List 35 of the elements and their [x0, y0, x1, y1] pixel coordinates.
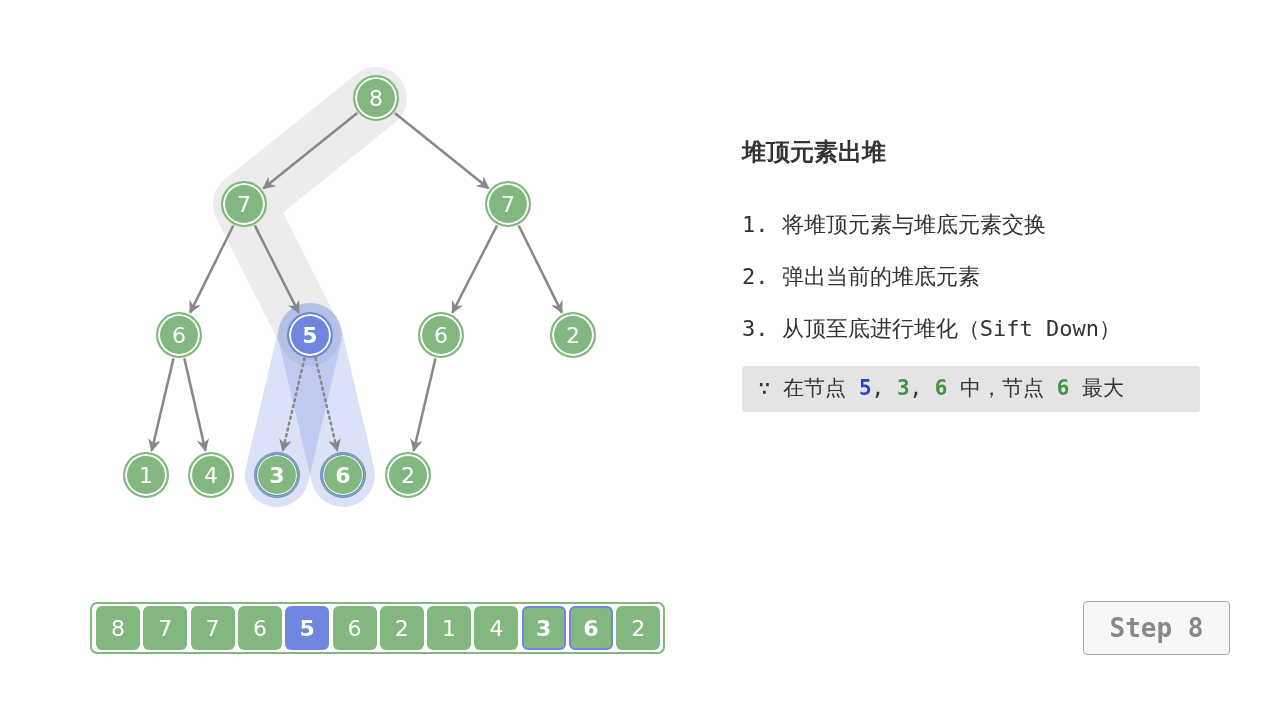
array-cell: 1: [427, 606, 472, 650]
tree-node: 6: [418, 312, 464, 358]
array-cell: 6: [332, 606, 377, 650]
list-item: 1. 将堆顶元素与堆底元素交换: [742, 211, 1046, 239]
list-item: 2. 弹出当前的堆底元素: [742, 263, 980, 291]
tree-node: 6: [156, 312, 202, 358]
arrow: [189, 224, 235, 314]
list-item: 3. 从顶至底进行堆化（Sift Down）: [742, 315, 1121, 343]
arrow: [253, 224, 300, 314]
array-cell: 8: [96, 606, 140, 650]
step-button: Step 8: [1083, 601, 1230, 655]
arrow: [262, 112, 359, 190]
array-frame: [90, 602, 665, 654]
tree-node: 2: [385, 452, 431, 498]
arrow: [451, 224, 499, 314]
array-cell: 6: [569, 606, 613, 650]
arrow: [183, 358, 209, 452]
array-cell: 7: [190, 606, 235, 650]
array-cell: 5: [285, 606, 330, 650]
arrow: [393, 112, 490, 190]
array-cell: 3: [521, 606, 566, 650]
array-cell: 2: [379, 606, 424, 650]
tree-node: 1: [123, 452, 169, 498]
tree-node: 7: [485, 181, 531, 227]
tree-node: 4: [188, 452, 234, 498]
note-box: ∵ 在节点 5, 3, 6 中，节点 6 最大: [742, 366, 1200, 412]
array-cell: 6: [237, 606, 282, 650]
arrow: [410, 358, 437, 452]
arrow: [148, 358, 175, 452]
array-cell: 7: [143, 606, 188, 650]
array-cell: 4: [474, 606, 519, 650]
heading: 堆顶元素出堆: [742, 137, 886, 168]
arrow: [517, 224, 563, 314]
tree-node: 2: [550, 312, 596, 358]
array-cell: 2: [616, 606, 661, 650]
